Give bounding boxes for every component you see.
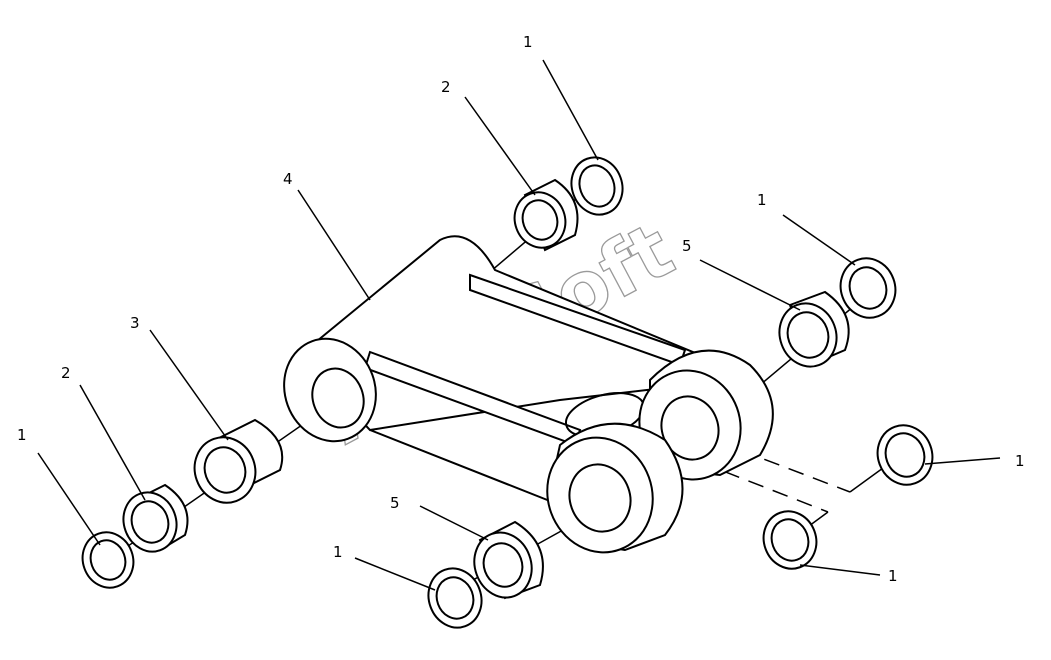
left-ring-1 xyxy=(81,531,135,589)
leader-lines xyxy=(37,59,1001,591)
top-ring-1 xyxy=(570,156,624,216)
right-ring-1-bottom xyxy=(762,510,818,570)
label-4: 4 xyxy=(283,170,293,188)
right-bushing-5 xyxy=(778,290,850,368)
label-3: 3 xyxy=(130,314,140,332)
label-1-top: 1 xyxy=(523,33,533,51)
label-1-left: 1 xyxy=(17,426,27,444)
label-1-bottom: 1 xyxy=(333,543,343,561)
left-bushing-3 xyxy=(193,418,284,504)
right-ring-1-mid xyxy=(876,424,934,486)
link-body xyxy=(283,235,774,554)
label-5-top: 5 xyxy=(682,237,692,255)
right-ring-1-top xyxy=(839,257,897,319)
label-1-right-bottom: 1 xyxy=(888,567,898,585)
label-2-left: 2 xyxy=(61,364,71,382)
label-1-right-top: 1 xyxy=(757,191,767,209)
label-2-top: 2 xyxy=(441,78,451,96)
top-bushing-2 xyxy=(513,178,579,252)
label-1-right-mid: 1 xyxy=(1015,452,1025,470)
left-bushing-2 xyxy=(122,483,189,553)
bottom-ring-1 xyxy=(427,567,483,629)
bottom-bushing-5 xyxy=(473,520,544,600)
label-5-bottom: 5 xyxy=(390,494,400,512)
